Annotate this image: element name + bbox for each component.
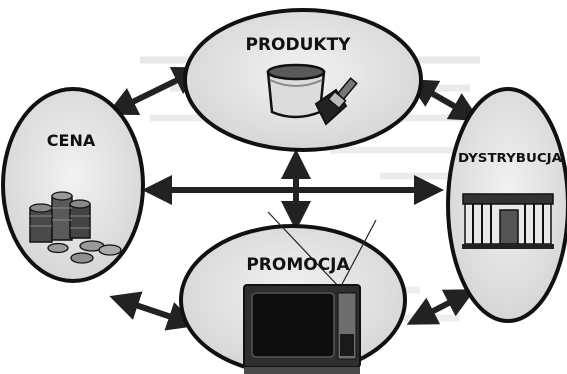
- arrow-cena-promocja: [109, 291, 198, 331]
- node-label-promocja: PROMOCJA: [246, 255, 350, 275]
- warehouse-building-icon: [462, 193, 554, 249]
- node-produkty: PRODUKTY: [183, 8, 423, 152]
- coin-stack-icon: [29, 191, 91, 243]
- television-icon: [243, 284, 361, 374]
- tv-antenna-icon: [267, 211, 377, 289]
- paint-bucket-icon: [266, 63, 326, 119]
- connectors: [106, 67, 481, 331]
- arrow-produkty-dystrybucja: [406, 79, 481, 121]
- paint-brush-icon: [314, 77, 358, 126]
- node-label-cena: CENA: [47, 131, 96, 150]
- node-dystrybucja: DYSTRYBUCJA: [446, 87, 567, 323]
- node-promocja: PROMOCJA: [179, 211, 407, 374]
- node-cena: CENA: [1, 87, 145, 283]
- arrow-dystrybucja-promocja: [406, 289, 476, 325]
- node-label-produkty: PRODUKTY: [246, 35, 352, 55]
- node-label-dystrybucja: DYSTRYBUCJA: [458, 150, 562, 165]
- loose-coins-icon: [47, 240, 122, 264]
